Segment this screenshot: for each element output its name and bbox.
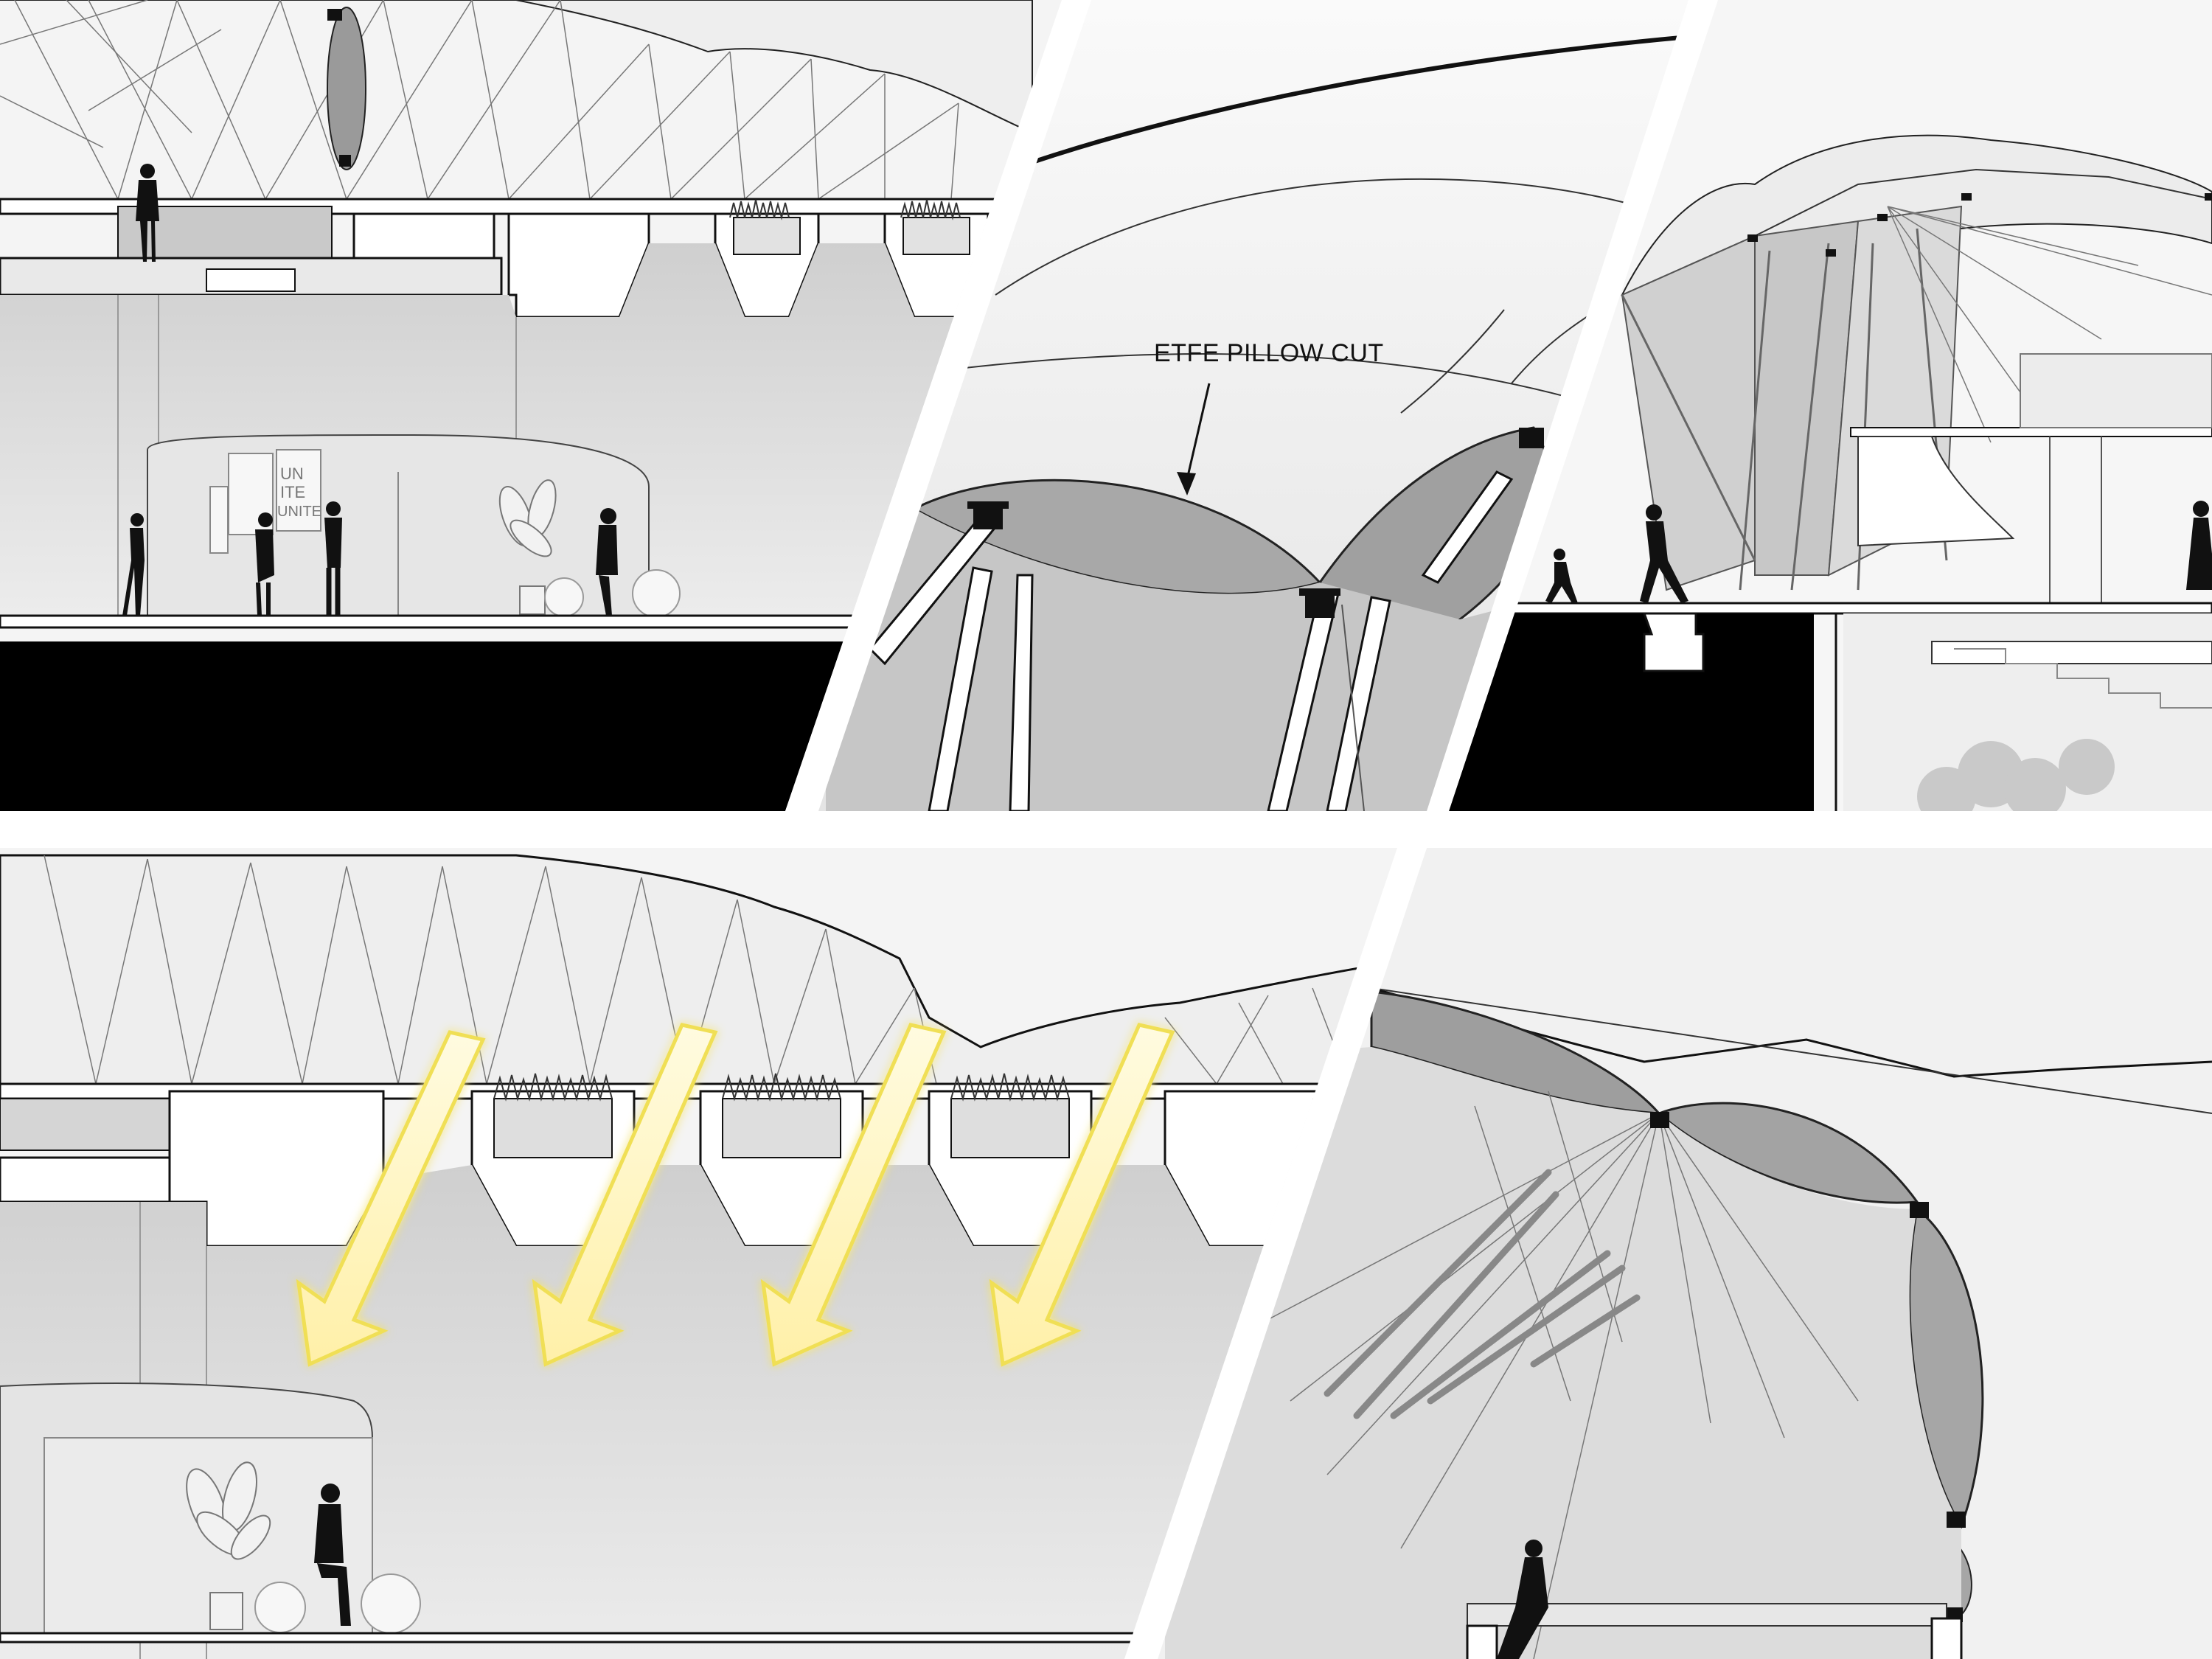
person-silhouette-icon [122,164,618,616]
light-ray-arrow-icon [532,1023,718,1367]
etfe-pillow [327,7,366,170]
potted-plant-icon [186,1461,271,1630]
daylight-rays [296,1023,1175,1367]
bench-sphere-icon [632,569,681,618]
poster-text: UNITE [277,504,321,520]
bench-sphere-icon [544,577,584,617]
person-silhouette-icon [1545,501,2212,603]
bench-sphere-icon [254,1582,306,1633]
light-ray-arrow-icon [760,1023,947,1367]
panel-daylight-section-bottom-left [0,848,1397,1659]
leader-arrow [1186,383,1211,480]
light-ray-arrow-icon [989,1023,1175,1367]
etfe-canopy [0,0,1033,134]
ground-slab [1449,613,1814,811]
poster-text: ITE [280,483,305,501]
potted-plant-icon [498,479,557,615]
person-silhouette-icon [1497,1540,1548,1659]
foliage [1917,739,2115,811]
clamp-joint [327,9,342,21]
light-ray-arrow-icon [296,1030,486,1367]
bench-sphere-icon [361,1573,421,1634]
panel-exterior-top-right [1449,0,2212,811]
etfe-pillow-label: ETFE PILLOW CUT [1154,339,1384,367]
grass-tuft-icon [493,1073,1070,1102]
poster-text: UN [280,465,304,483]
clamp-joint-icon [967,428,1544,618]
etfe-canopy [0,854,1373,1085]
etfe-pillow [1657,1102,1919,1204]
person-silhouette-icon [314,1484,351,1626]
clamp-joint-icon [1747,193,2212,257]
